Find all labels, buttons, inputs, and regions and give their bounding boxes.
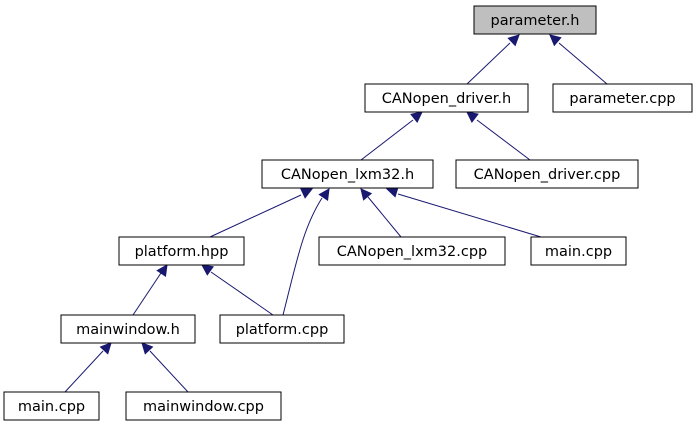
edge-arrowhead (507, 34, 520, 47)
edge-mainwindow_cpp-to-mainwindow_h (141, 342, 189, 393)
node-canopen-lxm32-cpp[interactable]: CANopen_lxm32.cpp (318, 236, 506, 266)
node-label: mainwindow.cpp (143, 399, 264, 415)
edge-main_cpp_2-to-mainwindow_h (64, 342, 112, 393)
node-box (318, 236, 506, 266)
node-label: CANopen_lxm32.cpp (337, 244, 488, 260)
node-box (118, 236, 245, 266)
node-mainwindow-h[interactable]: mainwindow.h (60, 314, 196, 344)
edge-line (360, 119, 414, 161)
node-canopen-driver-cpp[interactable]: CANopen_driver.cpp (455, 159, 639, 189)
node-label: CANopen_driver.cpp (474, 167, 621, 183)
node-box (3, 391, 100, 421)
edge-canopen_driver_h-to-parameter_h (466, 34, 520, 85)
node-label: main.cpp (18, 399, 85, 415)
node-label: parameter.cpp (569, 91, 675, 107)
node-label: CANopen_driver.h (382, 91, 511, 107)
node-mainwindow-cpp[interactable]: mainwindow.cpp (125, 391, 282, 421)
node-box (364, 83, 529, 113)
edge-arrowhead (141, 342, 154, 355)
edge-arrowhead (466, 111, 479, 123)
node-platform-hpp[interactable]: platform.hpp (118, 236, 245, 266)
node-box (219, 314, 345, 344)
edge-platform_hpp-to-canopen_lxm32_h (209, 188, 314, 238)
edge-arrowhead (318, 188, 330, 201)
edge-arrowhead (385, 186, 399, 198)
edge-canopen_lxm32_cpp-to-canopen_lxm32_h (360, 188, 402, 238)
edge-line (476, 119, 531, 161)
edge-canopen_lxm32_h-to-canopen_driver_h (360, 111, 423, 161)
edge-platform_cpp-to-canopen_lxm32_h (282, 188, 330, 316)
node-parameter-cpp[interactable]: parameter.cpp (552, 83, 693, 113)
edge-arrowhead (549, 34, 562, 47)
edge-main_cpp_1-to-canopen_lxm32_h (385, 186, 542, 238)
edge-arrowhead (201, 264, 214, 276)
edge-line (558, 42, 608, 85)
edge-line (282, 197, 323, 316)
node-canopen-lxm32-h[interactable]: CANopen_lxm32.h (261, 159, 434, 189)
edge-parameter_cpp-to-parameter_h (549, 34, 608, 85)
node-box (455, 159, 639, 189)
edge-canopen_driver_cpp-to-canopen_driver_h (466, 111, 531, 161)
node-box (261, 159, 434, 189)
edge-line (367, 196, 402, 238)
node-box (125, 391, 282, 421)
edge-line (466, 42, 511, 85)
node-box (60, 314, 196, 344)
edges-layer (64, 34, 608, 393)
edge-line (132, 272, 162, 316)
node-box (530, 236, 627, 266)
edge-line (397, 193, 542, 238)
edge-arrowhead (300, 188, 314, 199)
edge-line (64, 350, 104, 393)
edge-arrowhead (360, 188, 373, 201)
node-box (473, 5, 597, 35)
edge-mainwindow_h-to-platform_hpp (132, 264, 168, 316)
edge-arrowhead (410, 111, 423, 124)
node-label: main.cpp (545, 244, 612, 260)
edge-arrowhead (156, 264, 168, 277)
edge-line (210, 271, 274, 316)
node-canopen-driver-h[interactable]: CANopen_driver.h (364, 83, 529, 113)
edge-platform_cpp-to-platform_hpp (201, 264, 274, 316)
edge-arrowhead (99, 342, 112, 355)
node-label: CANopen_lxm32.h (281, 167, 414, 183)
node-platform-cpp[interactable]: platform.cpp (219, 314, 345, 344)
node-box (552, 83, 693, 113)
node-label: platform.hpp (135, 244, 229, 260)
edge-line (209, 194, 302, 238)
node-main-cpp-2[interactable]: main.cpp (3, 391, 100, 421)
node-main-cpp-1[interactable]: main.cpp (530, 236, 627, 266)
node-label: mainwindow.h (76, 322, 180, 338)
node-label: parameter.h (490, 13, 579, 29)
node-parameter-h: parameter.h (473, 5, 597, 35)
edge-line (149, 350, 189, 393)
node-label: platform.cpp (236, 322, 329, 338)
